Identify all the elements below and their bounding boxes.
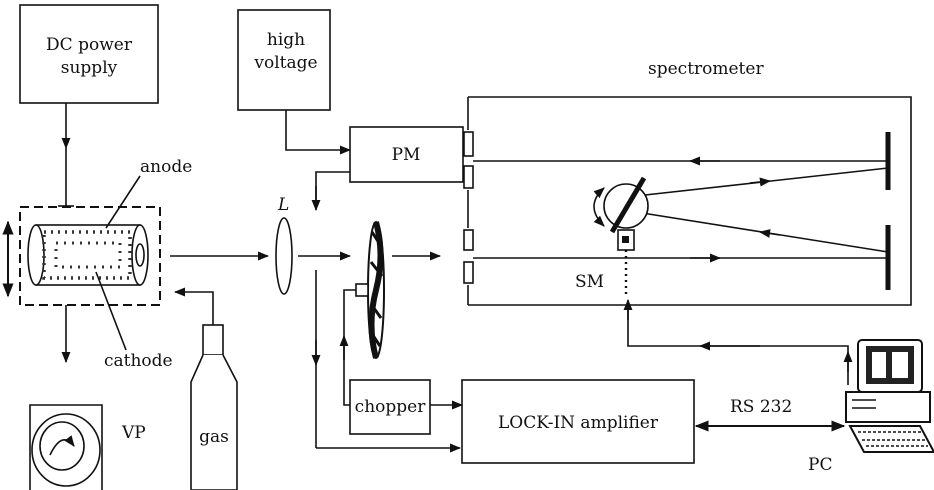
gas-cylinder: gas — [190, 324, 238, 490]
dc-power-label-line1: DC power — [46, 35, 133, 55]
tube-body — [35, 224, 141, 286]
pc-label: PC — [808, 455, 832, 475]
lockin-amplifier: LOCK-IN amplifier — [461, 379, 695, 464]
cathode-dots — [42, 230, 132, 280]
hv-label-line1: high — [267, 30, 305, 50]
pm-label: PM — [392, 145, 421, 165]
chopper-hub — [355, 283, 369, 297]
vacuum-pump: VP — [29, 404, 146, 490]
exit-slit-lower — [463, 165, 474, 189]
chopper-label: chopper — [355, 397, 427, 417]
pc-keyboard — [848, 425, 934, 453]
lockin-label: LOCK-IN amplifier — [498, 413, 659, 433]
tube-housing-dashed — [19, 206, 161, 306]
chopper-controller: chopper — [349, 379, 431, 435]
chopper-wheel — [355, 221, 385, 359]
lens — [275, 217, 293, 295]
pc-case — [845, 391, 931, 423]
spectrometer-label: spectrometer — [648, 59, 764, 79]
rs232-label: RS 232 — [730, 397, 792, 417]
lens-label: L — [277, 195, 289, 215]
entrance-slit-upper — [463, 229, 474, 251]
pm-signal-wire-top — [315, 171, 350, 200]
photomultiplier: PM — [349, 126, 464, 183]
hv-to-pm-wire — [285, 110, 352, 155]
gas-label: gas — [199, 427, 229, 447]
entrance-slit-lower — [463, 261, 474, 284]
gas-inlet-line — [173, 287, 214, 325]
spectrometer: SM — [463, 96, 912, 306]
dc-power-label-line2: supply — [61, 58, 118, 78]
pc-to-motor-wire — [627, 305, 849, 385]
hv-label-line2: voltage — [253, 53, 317, 73]
grating — [609, 176, 647, 234]
cathode-label: cathode — [104, 351, 173, 371]
grating-rotation-arrow — [593, 187, 605, 227]
pc-computer: PC — [808, 339, 934, 475]
anode-pointer — [105, 175, 141, 229]
exit-slit-upper — [463, 131, 474, 157]
cathode-pointer — [95, 271, 127, 351]
vp-label: VP — [121, 423, 146, 443]
discharge-tube — [2, 206, 161, 306]
sm-label: SM — [575, 272, 604, 292]
anode-label: anode — [140, 157, 192, 177]
dc-power-supply: DC power supply — [19, 4, 159, 104]
high-voltage-supply: high voltage — [237, 9, 331, 111]
